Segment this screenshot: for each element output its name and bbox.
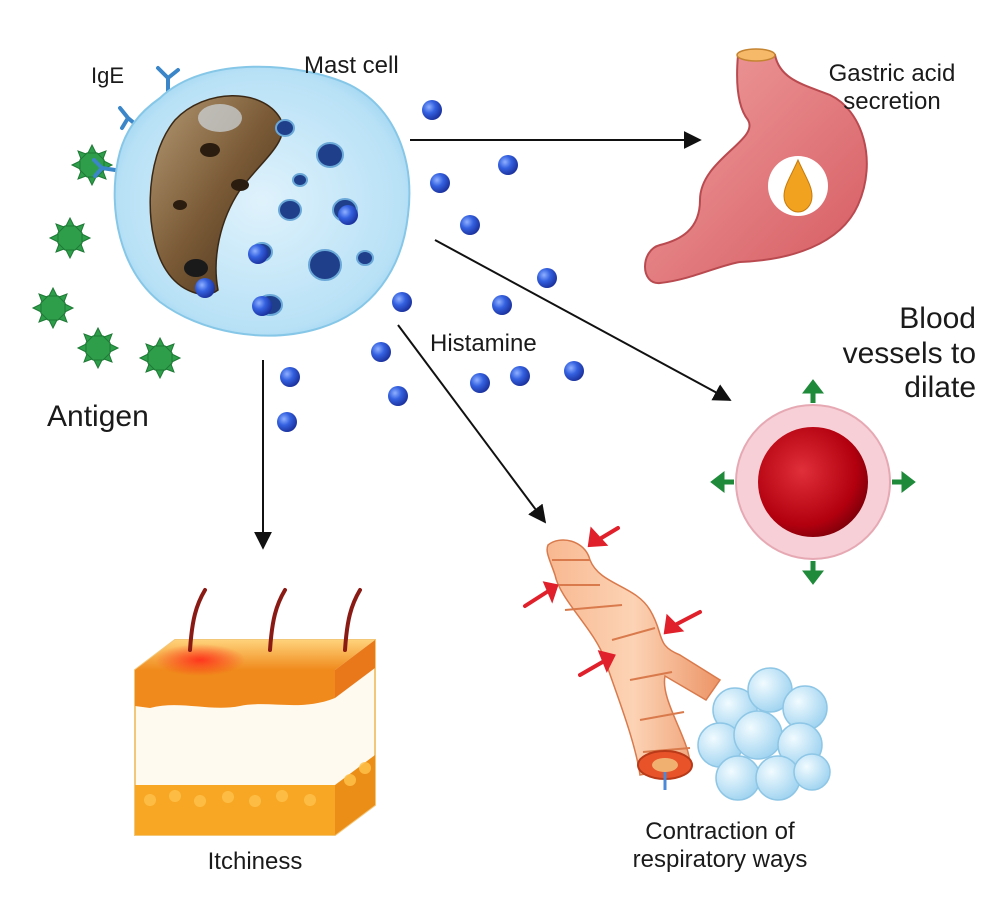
blood-vessels-label: Blood vessels to dilate: [800, 302, 976, 406]
gastric-label-line2: secretion: [843, 87, 941, 115]
blood-label-line2: vessels to: [842, 336, 976, 370]
histamine-dot-icon: [422, 100, 442, 120]
histamine-dot-icon: [277, 412, 297, 432]
histamine-dot-icon: [338, 205, 358, 225]
histamine-dots: [195, 100, 584, 432]
histamine-dot-icon: [280, 367, 300, 387]
mast-cell-icon: [113, 65, 411, 337]
histamine-dot-icon: [564, 361, 584, 381]
antigen-label: Antigen: [47, 400, 149, 433]
histamine-dot-icon: [460, 215, 480, 235]
histamine-dot-icon: [537, 268, 557, 288]
airway-lungs-icon: [523, 526, 831, 801]
histamine-dot-icon: [430, 173, 450, 193]
histamine-dot-icon: [371, 342, 391, 362]
ige-label: IgE: [91, 63, 125, 88]
blood-label-line3: dilate: [904, 371, 976, 404]
arrow-to-blood-vessel: [434, 239, 732, 401]
blood-vessel-icon: [710, 379, 916, 585]
gastric-label-line1: Gastric acid: [828, 60, 956, 87]
skin-layer-icon: [134, 588, 376, 836]
histamine-dot-icon: [252, 296, 272, 316]
histamine-label: Histamine: [430, 330, 537, 357]
arrow-to-airways: [397, 324, 547, 524]
histamine-dot-icon: [388, 386, 408, 406]
contraction-label: Contraction of respiratory ways: [600, 818, 840, 873]
contraction-label-line2: respiratory ways: [632, 845, 808, 873]
itchiness-label: Itchiness: [207, 848, 303, 875]
histamine-dot-icon: [248, 244, 268, 264]
mast-cell-label: Mast cell: [304, 52, 399, 79]
pathway-arrows: [254, 131, 732, 550]
histamine-dot-icon: [498, 155, 518, 175]
histamine-dot-icon: [470, 373, 490, 393]
stomach-icon: [644, 48, 868, 285]
histamine-dot-icon: [492, 295, 512, 315]
histamine-dot-icon: [392, 292, 412, 312]
ige-receptor-icon: [92, 66, 180, 178]
histamine-dot-icon: [195, 278, 215, 298]
histamine-dot-icon: [510, 366, 530, 386]
blood-label-line1: Blood: [899, 302, 976, 335]
gastric-acid-label: Gastric acid secretion: [812, 60, 972, 115]
contraction-label-line1: Contraction of: [645, 818, 795, 845]
